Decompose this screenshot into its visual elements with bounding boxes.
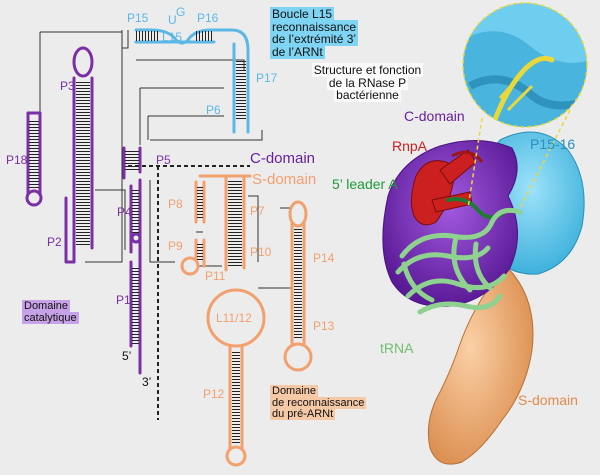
p1516-label: P15-16 <box>530 136 576 152</box>
loop-l11-12 <box>206 288 266 348</box>
l15-region <box>134 28 250 134</box>
tertiary-structure <box>382 2 588 465</box>
helix-p18 <box>26 111 42 198</box>
label-l15: L15 <box>162 30 182 44</box>
label-p7: P7 <box>250 204 265 218</box>
structure-title: Structure et fonction de la RNase P bact… <box>300 63 435 103</box>
secondary-structure: P15 U G P16 L15 P17 P6 P3 P18 P5 P4 P2 P… <box>6 5 335 467</box>
label-p11: P11 <box>205 269 226 283</box>
helix-p13-loop <box>283 342 313 372</box>
label-p4: P4 <box>117 205 132 219</box>
label-p17: P17 <box>256 71 278 85</box>
l15-basepairs <box>136 31 246 120</box>
helix-p4-bulge <box>130 232 142 244</box>
label-p13: P13 <box>313 319 335 333</box>
helix-p2 <box>64 196 76 264</box>
zoom-inset <box>462 2 588 128</box>
label-p14: P14 <box>313 251 335 265</box>
label-p1: P1 <box>116 293 131 307</box>
catalytic-annotation-line-2: catalytique <box>22 311 79 324</box>
label-p18: P18 <box>6 153 28 167</box>
helix-labels: P15 U G P16 L15 P17 P6 P3 P18 P5 P4 P2 P… <box>6 5 335 401</box>
label-loop-u: U <box>168 13 177 27</box>
specificity-annotation: Domaine de reconnaissance du pré-ARNt <box>270 385 367 421</box>
catalytic-annotation-line-1: Domaine <box>22 300 71 312</box>
structure-title-line-1: Structure et fonction <box>311 63 424 77</box>
helix-p14-loop <box>288 200 308 228</box>
zoom-trna-end <box>489 55 555 127</box>
label-p3: P3 <box>60 79 75 93</box>
s-domain-label-diagram: S-domain <box>252 171 317 188</box>
specificity-domain <box>180 174 313 467</box>
helix-p3 <box>72 76 94 264</box>
specificity-basepairs <box>197 180 302 444</box>
helix-p13 <box>290 320 306 346</box>
structure-title-line-2: de la RNase P <box>326 75 409 90</box>
l15-annotation-line-2: reconnaissance <box>270 19 359 34</box>
catalytic-annotation: Domaine catalytique <box>22 300 79 324</box>
l15-annotation-line-3: de l’extrémité 3’ <box>270 32 359 47</box>
l15-annotation-line-1: Boucle L15 <box>270 7 335 21</box>
specificity-annotation-line-2: de reconnaissance <box>270 396 367 409</box>
specificity-annotation-line-3: du pré-ARNt <box>270 408 336 421</box>
trna-label: tRNA <box>380 340 414 356</box>
helix-p8 <box>194 180 206 224</box>
catalytic-basepairs <box>29 80 139 344</box>
helix-p12-loop <box>225 445 247 467</box>
leader-label: 5’ leader A <box>332 176 398 192</box>
c-domain-label-diagram: C-domain <box>250 150 316 167</box>
label-l1112: L11/12 <box>216 311 252 325</box>
label-3-end: 3’ <box>142 375 151 389</box>
c-domain-label-3d: C-domain <box>404 108 465 124</box>
helix-p15-p16 <box>134 28 250 134</box>
helix-p14 <box>290 218 306 324</box>
label-p16: P16 <box>197 11 219 25</box>
label-p2: P2 <box>47 235 62 249</box>
helix-p7 <box>224 174 246 272</box>
zoom-guide-right <box>519 109 571 209</box>
helix-p1 <box>129 260 142 375</box>
label-p15: P15 <box>127 11 149 25</box>
label-p10: P10 <box>250 245 272 259</box>
catalytic-domain <box>25 46 142 375</box>
label-loop-g: G <box>176 5 185 19</box>
helix-p9-loop <box>180 256 200 276</box>
trna-cartoon <box>395 207 523 315</box>
label-5-end: 5’ <box>122 349 131 363</box>
label-p12: P12 <box>203 387 225 401</box>
l15-annotation: Boucle L15 reconnaissance de l’extrémité… <box>270 7 359 59</box>
specificity-annotation-line-1: Domaine <box>270 385 319 397</box>
label-p8: P8 <box>168 197 183 211</box>
label-p5: P5 <box>156 153 171 167</box>
structure-title-line-3: bactérienne <box>334 88 401 103</box>
rnpa-label: RnpA <box>392 138 428 154</box>
label-p6: P6 <box>206 103 221 117</box>
l15-annotation-line-4: de l’ARNt <box>270 44 325 59</box>
s-domain-surface <box>427 267 534 465</box>
label-p9: P9 <box>168 239 183 253</box>
helix-p5 <box>122 146 142 180</box>
rnpa-protein <box>410 149 484 226</box>
zoom-guide-left <box>467 117 483 209</box>
helix-p18-loop <box>25 189 43 207</box>
helix-p3-loop <box>72 46 94 78</box>
helix-p12 <box>228 344 244 450</box>
s-domain-label-3d: S-domain <box>518 392 578 408</box>
